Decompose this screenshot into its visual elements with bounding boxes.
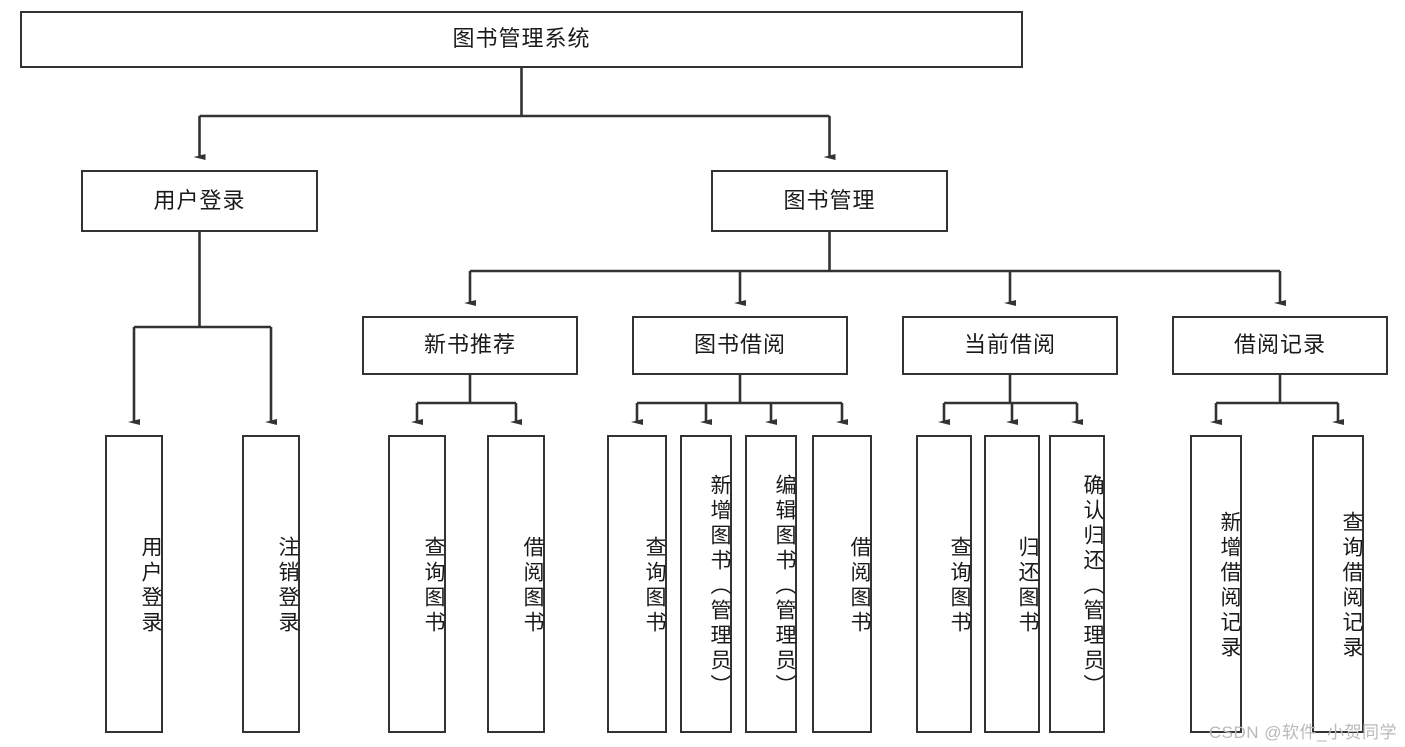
leaf-record-add-record-label: 新增借阅记录 (1218, 511, 1241, 661)
leaf-logout[interactable]: 注销登录 (242, 435, 300, 733)
node-new-book-recommend[interactable]: 新书推荐 (362, 316, 578, 375)
node-book-borrow[interactable]: 图书借阅 (632, 316, 848, 375)
leaf-borrow-add-book-label: 新增图书（管理员） (708, 473, 731, 699)
leaf-borrow-query-book[interactable]: 查询图书 (607, 435, 667, 733)
node-borrow-record-label: 借阅记录 (1233, 332, 1326, 358)
leaf-record-add-record[interactable]: 新增借阅记录 (1190, 435, 1242, 733)
node-root[interactable]: 图书管理系统 (20, 11, 1023, 68)
node-current-borrow[interactable]: 当前借阅 (902, 316, 1118, 375)
leaf-current-return-book[interactable]: 归还图书 (984, 435, 1040, 733)
leaf-borrow-query-book-label: 查询图书 (643, 536, 666, 636)
leaf-recommend-query-book-label: 查询图书 (422, 536, 445, 636)
leaf-current-confirm-return-label: 确认归还（管理员） (1081, 473, 1104, 699)
leaf-borrow-borrow-book[interactable]: 借阅图书 (812, 435, 872, 733)
leaf-borrow-edit-book-label: 编辑图书（管理员） (773, 473, 796, 699)
node-user-login[interactable]: 用户登录 (81, 170, 318, 232)
leaf-borrow-edit-book[interactable]: 编辑图书（管理员） (745, 435, 797, 733)
watermark-text: CSDN @软件_小贺同学 (1208, 723, 1397, 742)
leaf-logout-label: 注销登录 (276, 536, 299, 636)
node-book-management[interactable]: 图书管理 (711, 170, 948, 232)
leaf-current-query-book-label: 查询图书 (948, 536, 971, 636)
leaf-borrow-borrow-book-label: 借阅图书 (848, 536, 871, 636)
leaf-record-query-record-label: 查询借阅记录 (1340, 511, 1363, 661)
leaf-recommend-query-book[interactable]: 查询图书 (388, 435, 446, 733)
node-user-login-label: 用户登录 (153, 187, 246, 213)
leaf-borrow-add-book[interactable]: 新增图书（管理员） (680, 435, 732, 733)
leaf-current-query-book[interactable]: 查询图书 (916, 435, 972, 733)
leaf-current-return-book-label: 归还图书 (1016, 536, 1039, 636)
node-root-label: 图书管理系统 (452, 26, 591, 52)
node-book-borrow-label: 图书借阅 (693, 332, 786, 358)
leaf-recommend-borrow-book[interactable]: 借阅图书 (487, 435, 545, 733)
leaf-user-login[interactable]: 用户登录 (105, 435, 163, 733)
leaf-current-confirm-return[interactable]: 确认归还（管理员） (1049, 435, 1105, 733)
leaf-record-query-record[interactable]: 查询借阅记录 (1312, 435, 1364, 733)
leaf-recommend-borrow-book-label: 借阅图书 (521, 536, 544, 636)
node-borrow-record[interactable]: 借阅记录 (1172, 316, 1388, 375)
node-current-borrow-label: 当前借阅 (963, 332, 1056, 358)
node-book-management-label: 图书管理 (783, 187, 876, 213)
leaf-user-login-label: 用户登录 (139, 536, 162, 636)
node-new-book-recommend-label: 新书推荐 (423, 332, 516, 358)
